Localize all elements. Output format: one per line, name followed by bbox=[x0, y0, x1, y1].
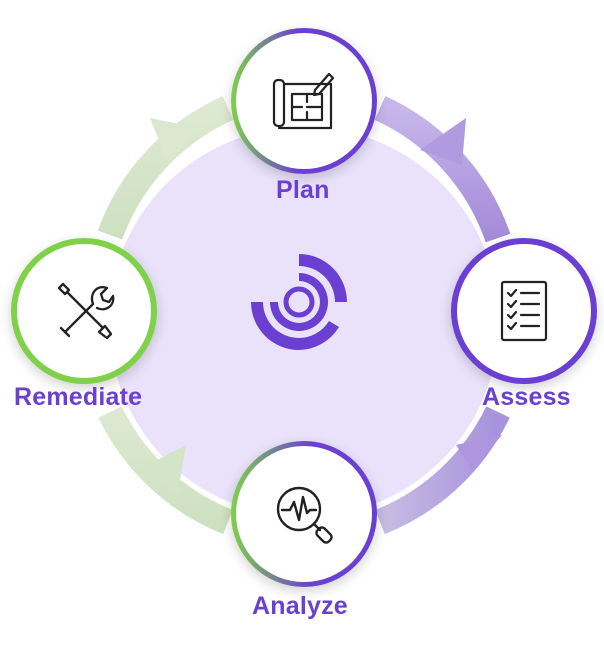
assess-node[interactable] bbox=[451, 238, 597, 384]
arc-remediate-to-plan bbox=[97, 96, 234, 240]
magnifier-pulse-icon bbox=[276, 486, 333, 544]
remediate-node[interactable] bbox=[11, 238, 157, 384]
arrowhead-to-remediate bbox=[138, 445, 186, 492]
checklist-icon bbox=[500, 280, 548, 342]
blueprint-plan-icon bbox=[272, 72, 335, 130]
arrowhead-to-analyze bbox=[456, 435, 502, 470]
arrowhead-to-assess bbox=[420, 118, 466, 165]
analyze-node[interactable] bbox=[231, 441, 377, 587]
plan-node[interactable] bbox=[231, 28, 377, 174]
remediate-label: Remediate bbox=[14, 383, 143, 411]
radar-target-logo-icon bbox=[249, 249, 347, 350]
assess-label: Assess bbox=[482, 383, 571, 411]
plan-label: Plan bbox=[276, 176, 330, 204]
arrowhead-to-plan bbox=[150, 118, 198, 163]
wrench-screwdriver-icon bbox=[57, 282, 115, 340]
center-circle bbox=[109, 127, 499, 517]
analyze-label: Analyze bbox=[252, 592, 348, 620]
arc-assess-to-analyze bbox=[375, 406, 510, 535]
